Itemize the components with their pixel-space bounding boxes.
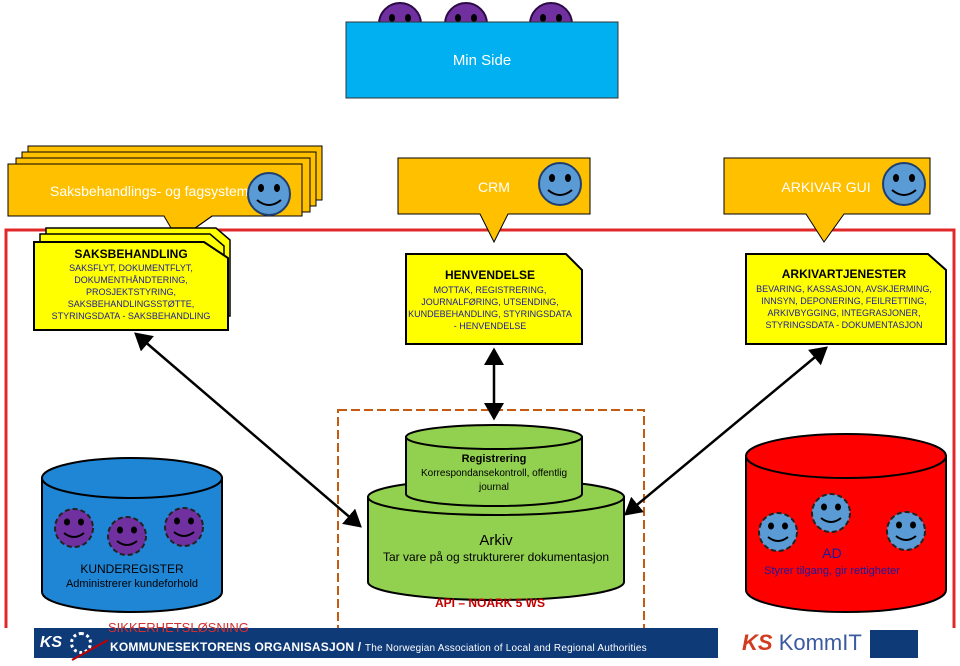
henvendelse-title: HENVENDELSE	[445, 268, 535, 282]
blue-smiley-icon	[886, 511, 926, 551]
purple-smiley-icon	[107, 516, 147, 556]
saksbehandling-title: SAKSBEHANDLING	[74, 247, 187, 261]
kunderegister-title: KUNDEREGISTER	[80, 562, 184, 576]
registrering-database	[405, 424, 583, 507]
min-side-label: Min Side	[453, 52, 511, 69]
ad-database	[745, 433, 947, 613]
footer-org-name: KOMMUNESEKTORENS ORGANISASJON /	[110, 640, 362, 654]
footer-organisation: KOMMUNESEKTORENS ORGANISASJON / The Norw…	[110, 640, 647, 654]
registrering-line: Korrespondansekontroll, offentlig	[421, 468, 567, 479]
sikkerhetslosning-label: SIKKERHETSLØSNING	[108, 620, 249, 635]
arrow-arkivar-to-arkiv	[624, 346, 828, 516]
arkivartjenester-title: ARKIVARTJENESTER	[782, 267, 907, 281]
saksbehandling-line: PROSJEKTSTYRING,	[86, 287, 176, 297]
purple-smiley-icon	[164, 507, 204, 547]
arrow-saks-to-arkiv	[134, 332, 362, 528]
blue-smiley-icon	[882, 162, 926, 206]
blue-smiley-icon	[758, 512, 798, 552]
saksbehandling-module-stack	[33, 227, 231, 331]
min-side-box	[345, 21, 619, 99]
kommit-name: KommIT	[778, 630, 862, 655]
api-label: API – NOARK 5 WS	[435, 596, 545, 610]
registrering-line: journal	[478, 482, 509, 493]
arkivartjenester-line: STYRINGSDATA - DOKUMENTASJON	[765, 320, 922, 330]
henvendelse-line: MOTTAK, REGISTRERING,	[434, 285, 547, 295]
saksbehandling-line: DOKUMENTHÅNDTERING,	[74, 275, 188, 285]
purple-smiley-icon	[54, 508, 94, 548]
blue-smiley-icon	[538, 162, 582, 206]
saksbehandling-line: SAKSBEHANDLINGSSTØTTE,	[68, 299, 195, 309]
footer-bar	[34, 628, 718, 658]
arkivartjenester-line: ARKIVBYGGING, INTEGRASJONER,	[767, 308, 920, 318]
blue-smiley-icon	[811, 493, 851, 533]
saksbehandling-line: STYRINGSDATA - SAKSBEHANDLING	[52, 311, 211, 321]
gear-logo-icon	[70, 632, 92, 654]
arkivar-label: ARKIVAR GUI	[781, 179, 870, 195]
henvendelse-line: - HENVENDELSE	[454, 321, 527, 331]
arkivar-callout	[723, 157, 931, 243]
saksbehandling-line: SAKSFLYT, DOKUMENTFLYT,	[69, 263, 193, 273]
arkivartjenester-module	[745, 253, 947, 345]
henvendelse-line: KUNDEBEHANDLING, STYRINGSDATA	[408, 309, 572, 319]
kommit-ks: KS	[742, 630, 773, 655]
arkiv-title: Arkiv	[479, 532, 513, 549]
footer-org-english: The Norwegian Association of Local and R…	[364, 643, 647, 654]
arkiv-subtitle: Tar vare på og strukturerer dokumentasjo…	[383, 550, 609, 564]
arkivartjenester-line: INNSYN, DEPONERING, FEILRETTING,	[761, 296, 927, 306]
henvendelse-line: JOURNALFØRING, UTSENDING,	[421, 297, 559, 307]
ad-subtitle: Styrer tilgang, gir rettigheter	[764, 565, 900, 577]
registrering-title: Registrering	[462, 453, 527, 465]
kommit-logo: KS KommIT	[742, 630, 862, 656]
henvendelse-module	[405, 253, 583, 345]
crm-label: CRM	[478, 179, 510, 195]
ks-logo: KS	[39, 634, 63, 651]
saks-callout-stack	[7, 145, 323, 241]
arkivartjenester-line: BEVARING, KASSASJON, AVSKJERMING,	[756, 284, 932, 294]
ad-title: AD	[822, 545, 841, 561]
blue-smiley-icon	[247, 172, 291, 216]
footer-corner-block	[870, 630, 918, 658]
kunderegister-subtitle: Administrerer kundeforhold	[66, 578, 198, 590]
saks-callout-label: Saksbehandlings- og fagsystemer	[50, 183, 261, 199]
